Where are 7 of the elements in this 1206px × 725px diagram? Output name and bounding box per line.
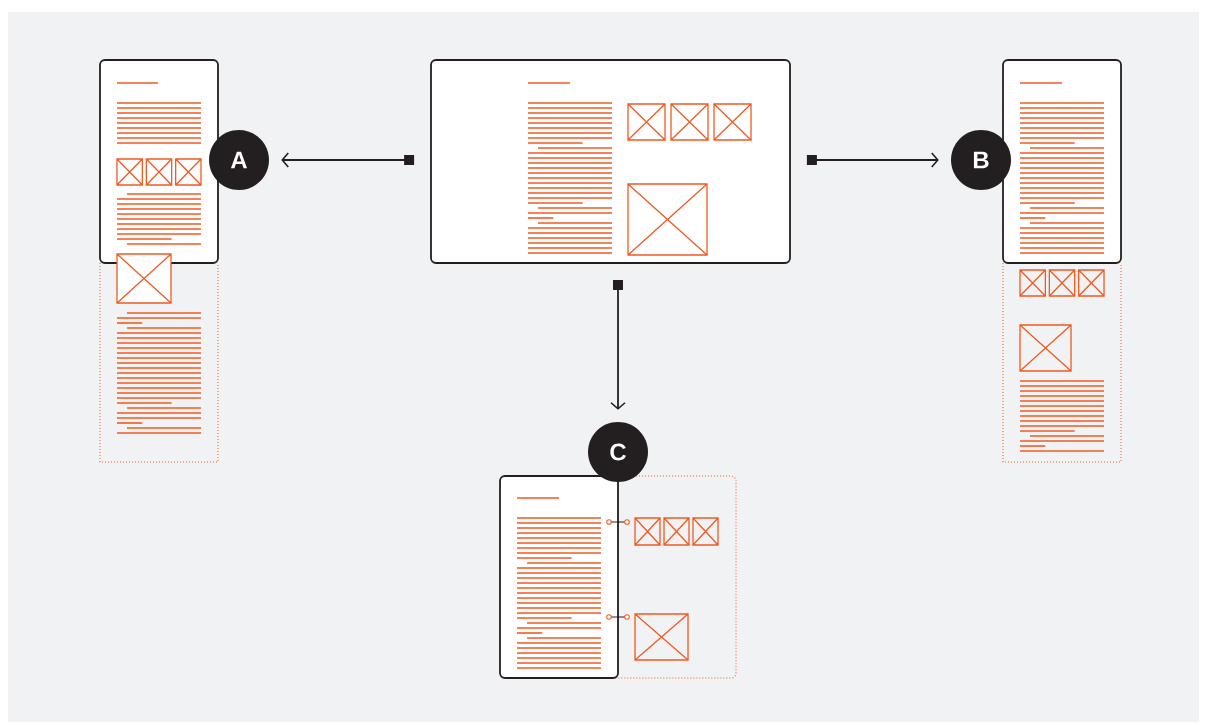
step-badge: C [588,422,648,482]
step-badge: B [951,130,1011,190]
step-badge: A [209,130,269,190]
arrow [806,152,939,168]
arrow [610,279,626,410]
desktop-layout-drawing [430,59,791,264]
arrow [281,152,415,168]
